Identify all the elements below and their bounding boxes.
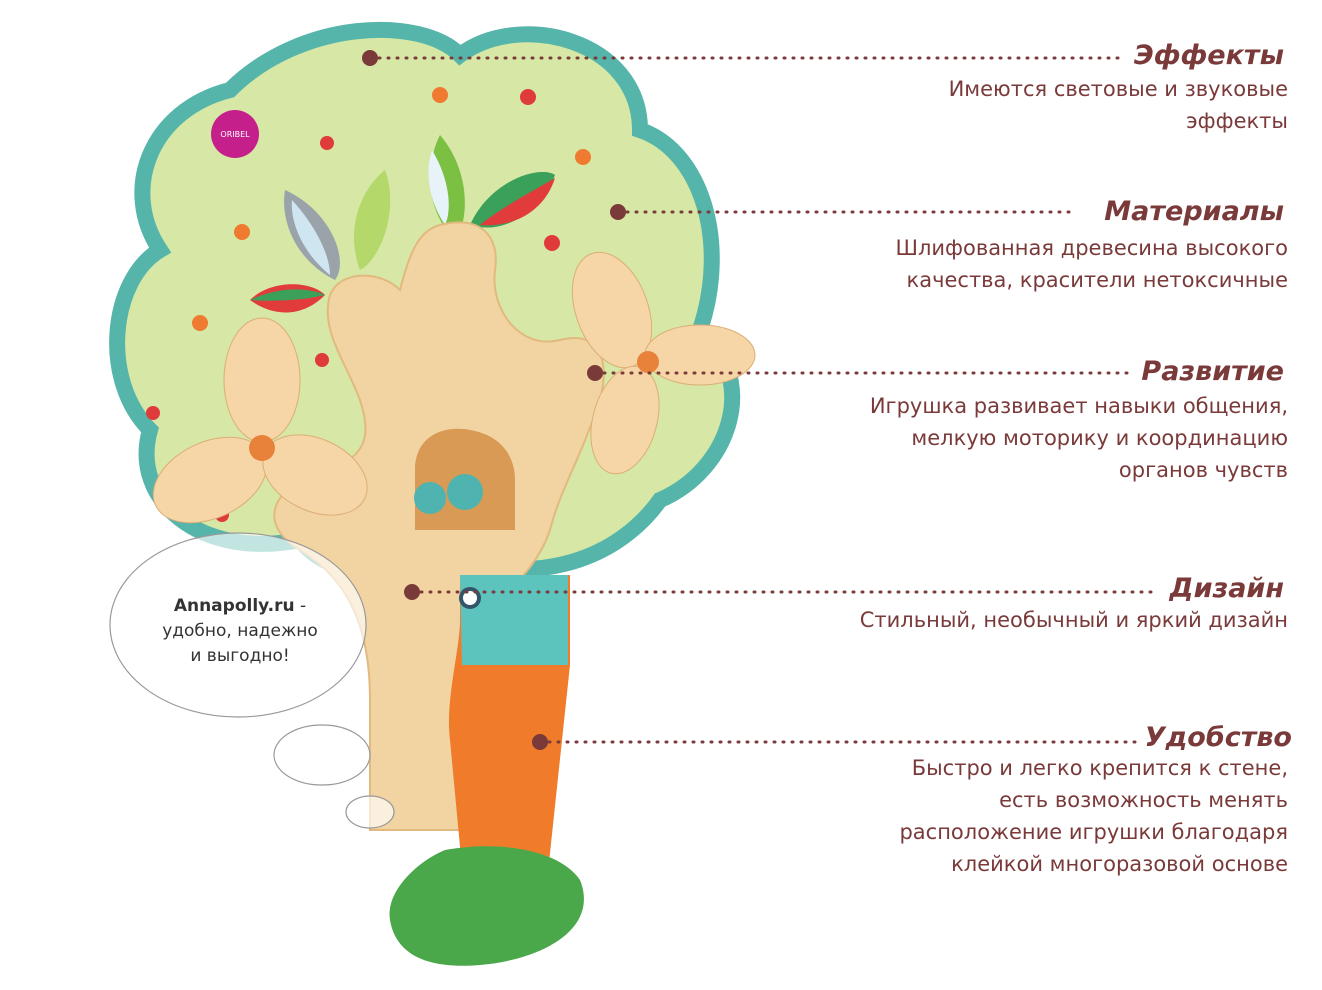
bubble-text: Annapolly.ru - удобно, надежно и выгодно… <box>130 594 350 669</box>
thought-bubble-small <box>273 724 371 786</box>
bubble-dash: - <box>294 596 307 616</box>
thought-bubble-tiny <box>345 795 395 829</box>
oribel-logo <box>211 110 259 158</box>
right-propeller <box>571 251 756 475</box>
bird-icon <box>414 482 446 514</box>
feature-title-design: Дизайн <box>1169 573 1284 604</box>
callout-leaders <box>368 56 1160 744</box>
bubble-site[interactable]: Annapolly.ru <box>173 596 295 616</box>
bubble-line-2: удобно, надежно <box>162 621 318 641</box>
callout-dots <box>362 50 626 750</box>
grass-base <box>389 846 584 966</box>
feature-text-effects: Имеются световые и звуковые эффекты <box>948 77 1288 133</box>
speech-bubble <box>109 532 367 718</box>
feature-text-design: Стильный, необычный и яркий дизайн <box>859 608 1288 632</box>
feature-title-development: Развитие <box>1141 356 1284 387</box>
woodpecker-head <box>460 575 568 665</box>
feature-title-effects: Эффекты <box>1133 40 1284 71</box>
feature-text-convenience: Быстро и легко крепится к стене, есть во… <box>899 756 1288 876</box>
feature-text-development: Игрушка развивает навыки общения, мелкую… <box>869 394 1288 482</box>
leaves <box>250 135 555 313</box>
feature-text-materials: Шлифованная древесина высокого качества,… <box>895 236 1288 292</box>
woodpecker-eye <box>459 587 481 609</box>
left-propeller <box>152 317 368 524</box>
feature-title-materials: Материалы <box>1104 196 1284 227</box>
bird-icon <box>447 474 483 510</box>
bubble-line-3: и выгодно! <box>190 646 290 666</box>
feature-title-convenience: Удобство <box>1144 722 1292 753</box>
oribel-logo-text: ORIBEL <box>220 130 250 139</box>
